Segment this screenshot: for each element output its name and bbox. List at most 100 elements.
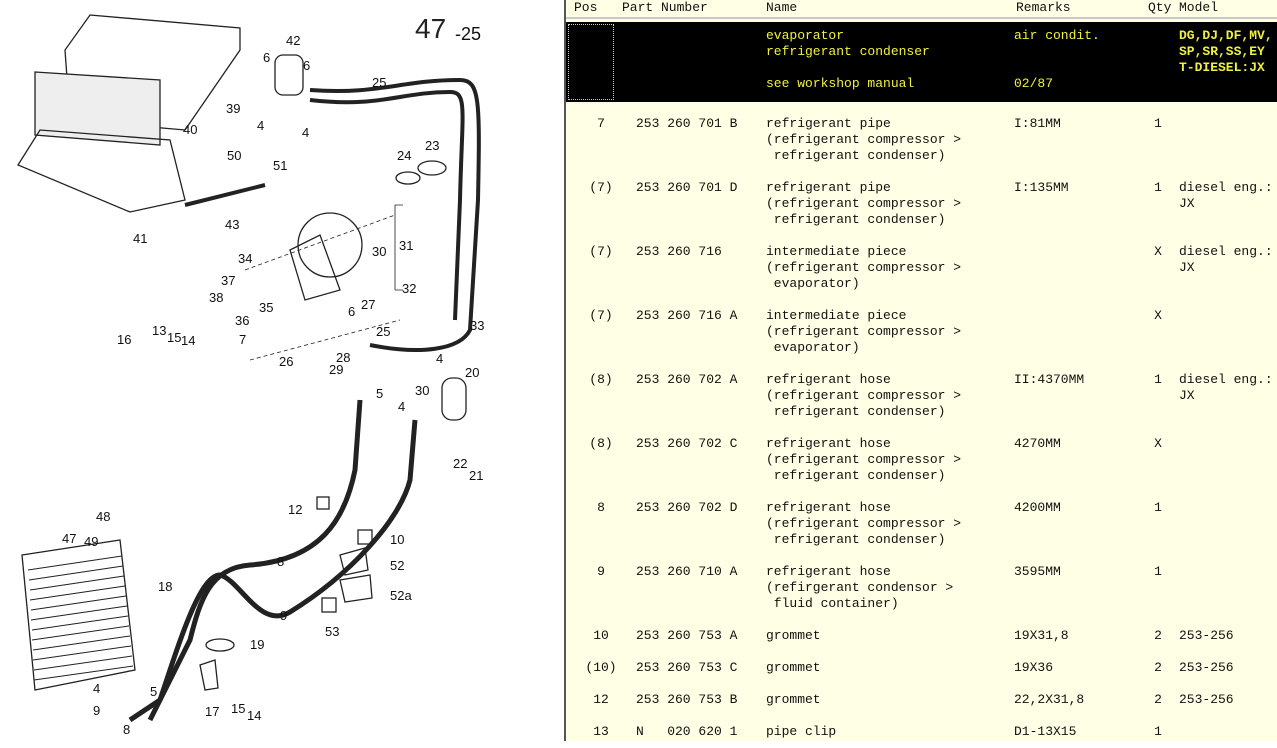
callout-label[interactable]: 28 (336, 350, 350, 365)
callout-label[interactable]: 4 (257, 118, 264, 133)
callout-label[interactable]: 4 (93, 681, 100, 696)
callout-label[interactable]: 12 (288, 502, 302, 517)
callout-label[interactable]: 20 (465, 365, 479, 380)
callout-label[interactable]: 53 (325, 624, 339, 639)
name-cell: grommet (766, 660, 1277, 676)
callout-label[interactable]: 30 (415, 383, 429, 398)
hose-8 (147, 399, 363, 722)
callout-label[interactable]: 7 (239, 332, 246, 347)
callout-label[interactable]: 16 (117, 332, 131, 347)
callout-label[interactable]: 4 (398, 399, 405, 414)
callout-label[interactable]: 6 (303, 58, 310, 73)
header-name[interactable]: Name (766, 0, 798, 15)
grommet-23 (417, 160, 447, 176)
callout-label[interactable]: 47 (62, 531, 76, 546)
callout-label[interactable]: 6 (348, 304, 355, 319)
pos-cell: (8) (589, 372, 613, 387)
clip-17 (199, 659, 219, 691)
callout-label[interactable]: 39 (226, 101, 240, 116)
header-pos[interactable]: Pos (574, 0, 598, 15)
callout-label[interactable]: 35 (259, 300, 273, 315)
callout-label[interactable]: 31 (399, 238, 413, 253)
table-row-selected[interactable]: air condit.02/87 DG,DJ,DF,MV,SP,SR,SS,EY… (566, 22, 1277, 102)
callout-label[interactable]: 9 (93, 703, 100, 718)
callout-label[interactable]: 33 (470, 318, 484, 333)
callout-label[interactable]: 24 (397, 148, 411, 163)
callout-label[interactable]: 25 (376, 324, 390, 339)
cell-line: (refrigerant compressor > (766, 452, 962, 467)
callout-label[interactable]: 50 (227, 148, 241, 163)
evaporator-housing (64, 14, 241, 131)
callout-label[interactable]: 19 (250, 637, 264, 652)
callout-label[interactable]: 27 (361, 297, 375, 312)
callout-label[interactable]: 49 (84, 534, 98, 549)
callout-label[interactable]: 13 (152, 323, 166, 338)
callout-label[interactable]: 34 (238, 251, 252, 266)
model-cell: 253-256 (1179, 692, 1234, 708)
callout-label[interactable]: 29 (329, 362, 343, 377)
callout-label[interactable]: 15 (167, 330, 181, 345)
pos-cell: 12 (593, 692, 609, 707)
cell-line: 02/87 (1014, 76, 1054, 91)
callout-label[interactable]: 32 (402, 281, 416, 296)
callout-label[interactable]: 48 (96, 509, 110, 524)
cell-line: diesel eng.: (1179, 244, 1273, 259)
qty-cell: 1 (1154, 116, 1162, 131)
remarks-cell: air condit. 02/87 (1014, 28, 1100, 92)
cell-line: pipe clip (766, 724, 837, 739)
evaporator-core (34, 71, 161, 146)
callout-label[interactable]: 21 (469, 468, 483, 483)
callout-label[interactable]: 22 (453, 456, 467, 471)
callout-label[interactable]: 52 (390, 558, 404, 573)
callout-label[interactable]: 4 (436, 351, 443, 366)
callout-label[interactable]: 6 (263, 50, 270, 65)
header-model[interactable]: Model (1179, 0, 1219, 15)
callout-label[interactable]: 52a (390, 588, 412, 603)
callout-label[interactable]: 5 (376, 386, 383, 401)
header-qty[interactable]: Qty (1148, 0, 1172, 15)
header-part-number[interactable]: Part Number (622, 0, 708, 15)
callout-label[interactable]: 8 (277, 554, 284, 569)
callout-label[interactable]: 41 (133, 231, 147, 246)
callout-label[interactable]: 40 (183, 122, 197, 137)
cell-line: intermediate piece (766, 308, 907, 323)
callout-label[interactable]: 36 (235, 313, 249, 328)
cell-line: (refrigerant compressor > (766, 324, 962, 339)
callout-label[interactable]: 4 (302, 125, 309, 140)
callout-label[interactable]: 43 (225, 217, 239, 232)
callout-label[interactable]: 9 (280, 608, 287, 623)
callout-label[interactable]: 14 (247, 708, 261, 723)
cell-line: refrigerant condenser) (766, 468, 946, 483)
header-remarks[interactable]: Remarks (1016, 0, 1071, 15)
callout-label[interactable]: 23 (425, 138, 439, 153)
callout-label[interactable]: 26 (279, 354, 293, 369)
callout-label[interactable]: 42 (286, 33, 300, 48)
callout-label[interactable]: 14 (181, 333, 195, 348)
callout-label[interactable]: 51 (273, 158, 287, 173)
callout-label[interactable]: 30 (372, 244, 386, 259)
callout-label[interactable]: 17 (205, 704, 219, 719)
callout-label[interactable]: 8 (123, 722, 130, 737)
hose-9 (128, 419, 418, 723)
callout-label[interactable]: 15 (231, 701, 245, 716)
callout-label[interactable]: 10 (390, 532, 404, 547)
callout-label[interactable]: 37 (221, 273, 235, 288)
callout-label[interactable]: 18 (158, 579, 172, 594)
cell-line: air condit. (1014, 28, 1100, 43)
qty-cell: X (1154, 244, 1162, 259)
callout-label[interactable]: 38 (209, 290, 223, 305)
callout-label[interactable]: 25 (372, 75, 386, 90)
callout-label[interactable]: 5 (150, 684, 157, 699)
